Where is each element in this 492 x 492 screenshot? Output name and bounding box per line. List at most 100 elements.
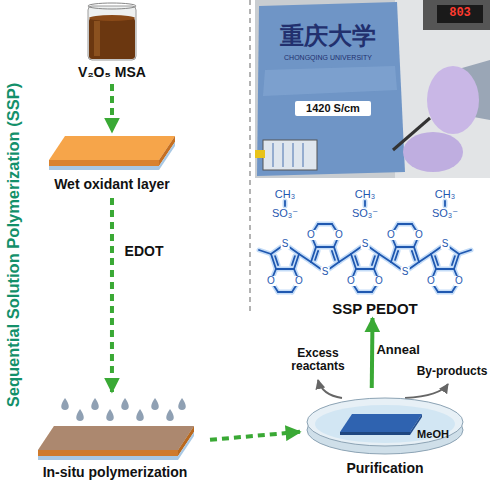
chemical-bond: [299, 254, 311, 262]
node-label: SSP PEDOT: [310, 300, 440, 317]
chemical-bond: [284, 201, 286, 206]
chemical-bond: [275, 256, 278, 265]
node-label: Purification: [310, 460, 460, 476]
node-label: Wet oxidant layer: [37, 176, 187, 192]
chemical-bond: [452, 256, 455, 265]
desk-surface: [395, 0, 490, 178]
gloved-hand: [427, 66, 479, 134]
process-note: Excess reactants: [286, 347, 350, 373]
dish-wall: [307, 406, 463, 454]
bond-glow: [292, 256, 295, 265]
dish-rim: [307, 398, 463, 446]
node-label: V₂O₅ MSA: [57, 64, 167, 80]
monomer-droplet: [61, 398, 69, 410]
sulfur-atom: S: [361, 239, 370, 249]
outflow-arrow: [318, 380, 342, 398]
chemical-bond: [372, 256, 375, 265]
meter-body: [423, 0, 490, 30]
vial-glass: [88, 6, 136, 60]
substrate: [159, 142, 175, 170]
monomer-droplet: [136, 409, 144, 421]
wash-dish: MeOH Purification: [300, 388, 475, 490]
chemical-bond: [379, 254, 391, 262]
chemical-bond: [276, 268, 294, 270]
arrow-label: EDOT: [125, 245, 164, 260]
film-inscription: CHONGQING UNIVERSITY: [284, 54, 372, 62]
reagent-vial: V₂O₅ MSA: [72, 2, 152, 84]
bond-glow: [355, 256, 358, 265]
flow-arrow: [110, 198, 114, 392]
bond-glow: [412, 251, 415, 260]
monomer-droplet: [91, 398, 99, 410]
bond-glow: [278, 290, 292, 295]
meter-display: [437, 5, 483, 23]
chemical-bond: [358, 291, 372, 293]
electrode-line: [273, 143, 274, 167]
substrate: [49, 166, 159, 170]
outflow-arrow: [405, 384, 448, 398]
photo-background: [255, 0, 490, 178]
chemical-bond: [356, 268, 374, 270]
chemical-bond: [412, 251, 415, 260]
flow-arrow: [370, 318, 375, 388]
pedot-film: [340, 414, 422, 432]
bond-glow: [395, 251, 398, 260]
node-label: In-situ polymerization: [20, 464, 210, 480]
chemical-bond: [364, 201, 366, 206]
bond-glow: [372, 256, 375, 265]
chemical-bond: [396, 246, 414, 248]
chemical-group: CH₃: [275, 188, 295, 200]
oxidant-layer: Wet oxidant layer: [37, 132, 187, 198]
counter-ion: SO₃⁻: [272, 207, 298, 219]
bond-glow: [452, 256, 455, 265]
oxygen-atom: O: [334, 230, 344, 240]
chemical-bond: [459, 250, 471, 254]
electrode-line: [283, 143, 284, 167]
oxygen-atom: O: [426, 276, 436, 286]
bond-glow: [435, 256, 438, 265]
flow-arrow: [210, 432, 300, 440]
oxidant-solution: [89, 18, 135, 59]
oxygen-atom: O: [346, 276, 356, 286]
bond-glow: [438, 290, 452, 295]
node-label: MeOH: [408, 428, 458, 441]
monomer-droplet: [106, 409, 114, 421]
oxygen-atom: O: [374, 276, 384, 286]
chemical-bond: [436, 268, 454, 270]
liquid-surface: [89, 15, 135, 21]
chemical-bond: [398, 223, 412, 225]
chemical-bond: [419, 254, 431, 262]
film-edge: [340, 432, 410, 435]
oxygen-atom: O: [454, 276, 464, 286]
glass-highlight: [94, 21, 100, 56]
chemical-bond: [444, 201, 446, 206]
bond-glow: [358, 290, 372, 295]
oxygen-atom: O: [294, 276, 304, 286]
node-outline: [255, 180, 490, 318]
chemical-bond: [292, 256, 295, 265]
chemical-bond: [339, 254, 351, 262]
film-top: [38, 426, 194, 450]
bond-glow: [363, 201, 368, 206]
chemical-bond: [355, 256, 358, 265]
bond-glow: [315, 251, 318, 260]
bond-glow: [443, 201, 448, 206]
monomer-droplet: [151, 398, 159, 410]
node-label: 1420 S/cm: [295, 101, 371, 116]
process-note: By-products: [417, 365, 488, 378]
bond-glow: [419, 254, 431, 262]
oxygen-atom: O: [414, 230, 424, 240]
bond-glow: [299, 254, 311, 262]
chemical-group: CH₃: [435, 188, 455, 200]
divider-line: [249, 0, 251, 314]
oxygen-atom: O: [306, 230, 316, 240]
bond-glow: [332, 251, 335, 260]
polymerizing-film: In-situ polymerization: [20, 392, 210, 484]
film-sheen: [263, 66, 397, 96]
monomer-droplet: [178, 398, 186, 410]
flow-arrow: [110, 84, 114, 132]
film-edge: [38, 450, 178, 456]
